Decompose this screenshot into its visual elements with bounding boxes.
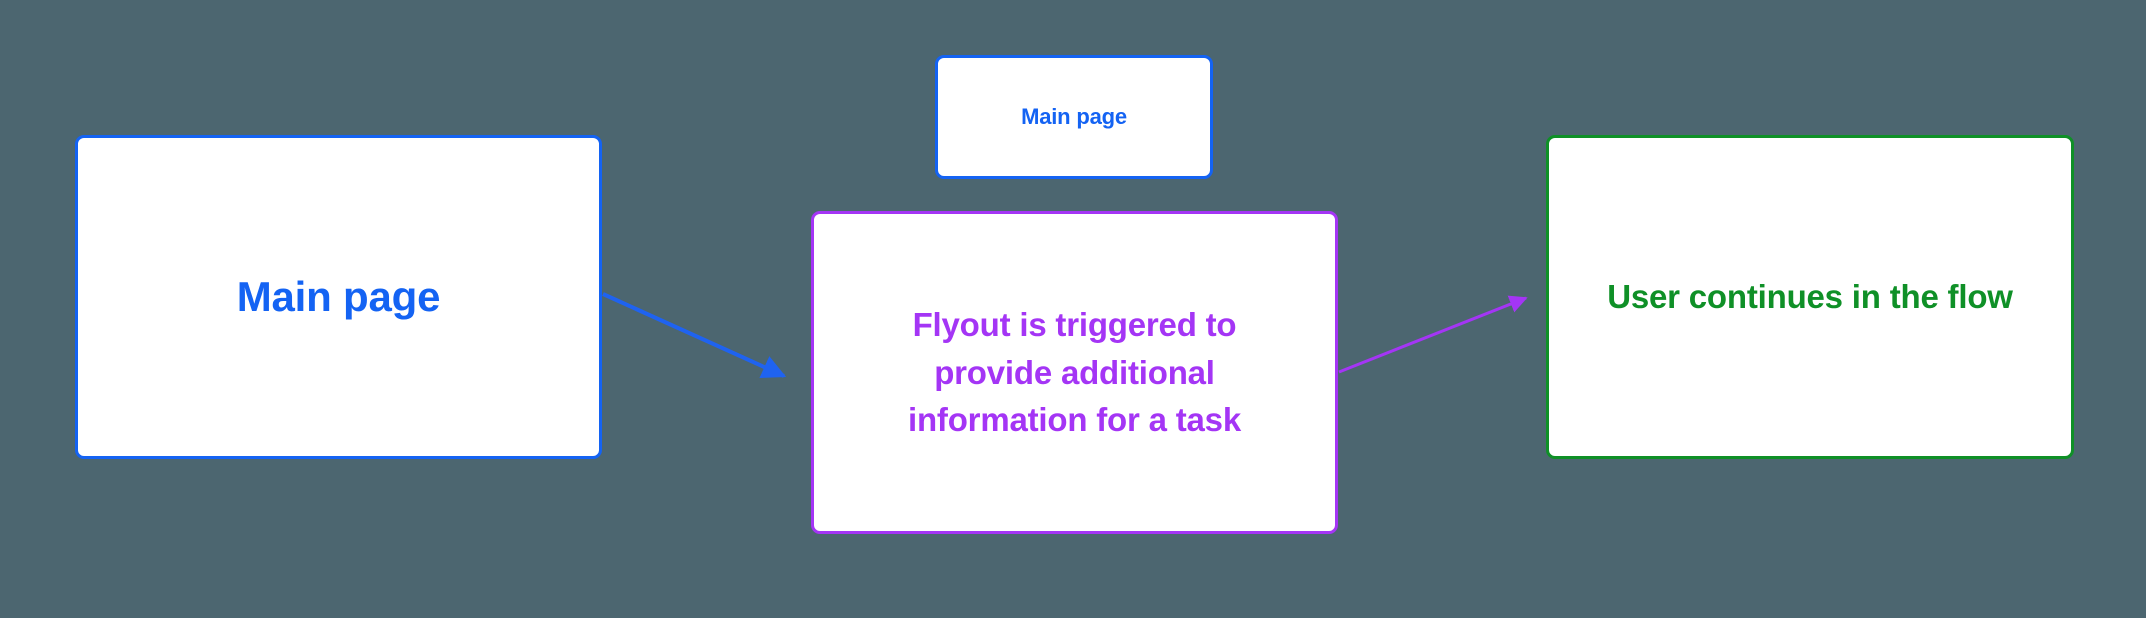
- node-user-continues-label: User continues in the flow: [1607, 277, 2013, 315]
- node-main-page-large[interactable]: Main page: [75, 135, 602, 459]
- node-main-page-small-label: Main page: [1021, 104, 1127, 130]
- edge-flyout-to-user-continues: [1338, 295, 1528, 374]
- node-flyout[interactable]: Flyout is triggered to provide additiona…: [811, 211, 1338, 534]
- node-main-page-small[interactable]: Main page: [935, 55, 1213, 179]
- node-flyout-label: Flyout is triggered to provide additiona…: [908, 305, 1241, 439]
- node-main-page-large-label: Main page: [236, 273, 441, 321]
- node-user-continues[interactable]: User continues in the flow: [1546, 135, 2074, 459]
- edge-main-page-to-flyout: [602, 292, 787, 379]
